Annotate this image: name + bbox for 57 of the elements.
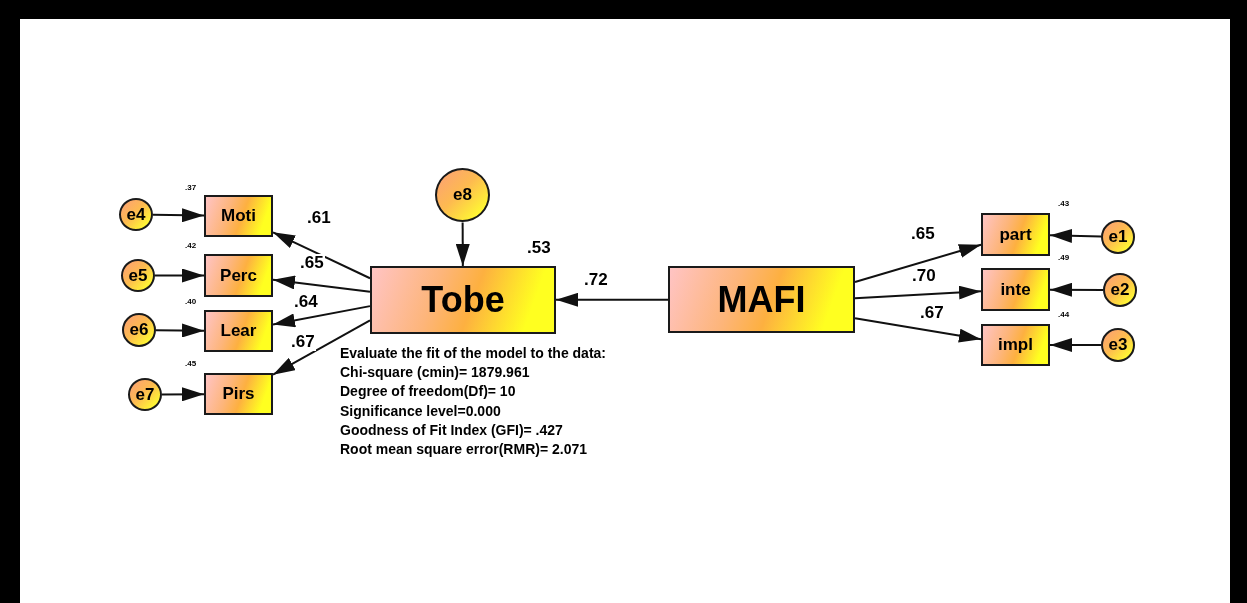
fit-statistic-note: Chi-square (cmin)= 1879.961 [340,364,530,381]
arrow [455,221,470,267]
error-term-label: e2 [1110,280,1130,300]
indicator-box [204,373,273,415]
error-term-label: e8 [453,185,472,205]
variable-name: impl [998,335,1033,355]
r-squared-value: .42 [185,241,197,250]
error-term-label: e5 [128,265,148,286]
fit-statistic-note: Significance level=0.000 [340,402,501,419]
fit-statistic-note: Root mean square error(RMR)= 2.071 [340,441,588,457]
variable-name: inte [1000,279,1031,300]
r-squared-value: .53 [527,238,551,258]
indicator-box [204,254,273,297]
arrow [154,268,205,283]
variable-name: MAFI [717,278,806,321]
indicator-box [981,268,1050,311]
arrow [1049,338,1102,352]
r-squared-value: .40 [185,297,197,306]
arrow [272,231,371,280]
variable-name: Moti [221,206,256,226]
arrow [854,317,982,343]
edge-label: .67 [290,333,316,351]
error-term-label: e3 [1108,335,1128,355]
fit-statistic-note: Goodness of Fit Index (GFI)= .427 [340,421,563,438]
error-term-label: e1 [1108,227,1128,247]
arrow [854,243,982,284]
error-term-label: e4 [126,204,146,225]
indicator-box [204,310,273,352]
indicator-box [981,324,1050,366]
latent-variable-box [370,266,556,334]
r-squared-value: .45 [185,359,197,368]
variable-name: Perc [220,265,257,286]
latent-variable-box [668,266,855,333]
error-term-label: e6 [129,320,149,340]
variable-name: Tobe [421,279,505,321]
r-squared-value: .43 [1058,199,1070,208]
arrow [161,387,205,402]
r-squared-value: .44 [1058,310,1070,319]
arrow [272,275,371,293]
arrow [1049,282,1104,297]
arrow [155,323,205,338]
arrow [555,292,669,307]
fit-statistic-note: Evaluate the fit of the model to the data: [340,345,607,361]
variable-name: Lear [220,321,257,341]
indicator-box [981,213,1050,256]
arrow [1049,228,1102,243]
arrow [854,285,982,300]
fit-statistic-note: Degree of freedom(Df)= 10 [340,383,516,400]
variable-name: part [999,224,1032,245]
arrow [272,319,371,376]
indicator-box [204,195,273,237]
r-squared-value: .37 [185,183,197,192]
variable-name: Pirs [222,384,255,404]
error-term-label: e7 [135,384,155,405]
r-squared-value: .49 [1058,253,1070,262]
arrow [152,208,205,223]
arrow [272,305,371,328]
